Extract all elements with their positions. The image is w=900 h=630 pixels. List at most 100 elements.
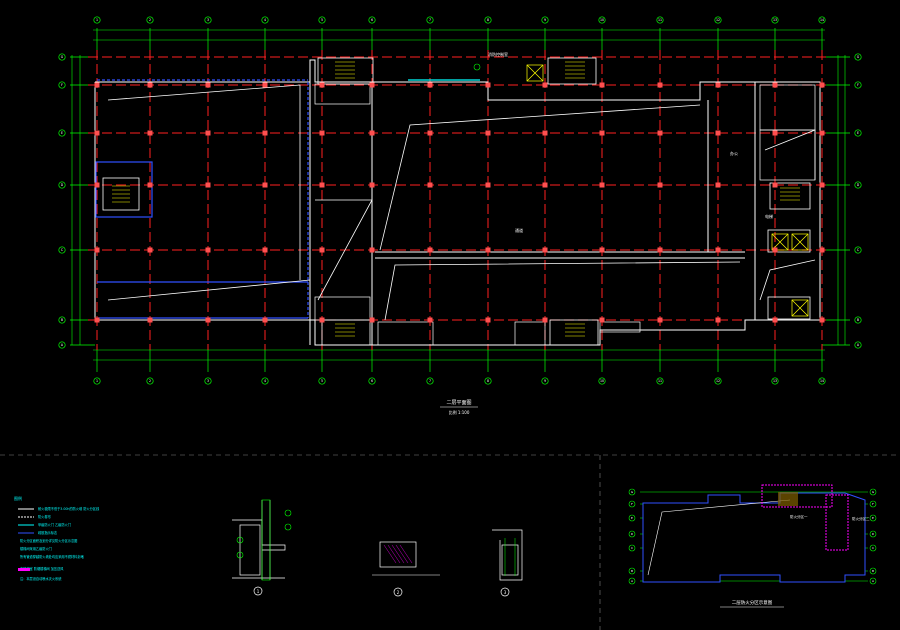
axis-bubble-bottom: 7 <box>426 377 434 385</box>
axis-bubble-bottom: 6 <box>368 377 376 385</box>
small-axis-bubble-right: D <box>869 530 877 538</box>
small-axis-bubble-right: A <box>869 577 877 585</box>
svg-text:10: 10 <box>600 18 604 22</box>
column-mark <box>205 82 211 88</box>
small-axis-bubble-right: G <box>869 488 877 496</box>
column-mark <box>147 182 153 188</box>
column-mark <box>319 82 325 88</box>
horizontal-axis-lines <box>88 56 830 321</box>
svg-text:G: G <box>857 55 860 59</box>
column-mark <box>772 82 778 88</box>
svg-text:A: A <box>857 343 860 347</box>
axis-bubble-top: 8 <box>484 16 492 24</box>
column-mark <box>205 247 211 253</box>
svg-text:B: B <box>631 569 633 573</box>
legend-row: 所有管道穿越防火墙处均应采用不燃材料封堵 <box>20 554 85 559</box>
column-mark <box>262 317 268 323</box>
column-mark <box>319 130 325 136</box>
svg-text:14: 14 <box>820 379 824 383</box>
column-mark <box>485 182 491 188</box>
legend-row: 甲级防火门 乙级防火门 <box>38 522 71 527</box>
svg-text:D: D <box>61 183 64 187</box>
column-mark <box>715 182 721 188</box>
svg-text:G: G <box>631 490 634 494</box>
small-axis-bubble-right: C <box>869 544 877 552</box>
axis-bubble-bottom: 5 <box>318 377 326 385</box>
column-mark <box>542 130 548 136</box>
column-mark <box>819 182 825 188</box>
axis-bubble-right: E <box>854 129 862 137</box>
column-mark <box>262 247 268 253</box>
svg-text:E: E <box>631 516 633 520</box>
svg-text:10: 10 <box>600 379 604 383</box>
axis-bubble-top: 4 <box>261 16 269 24</box>
column-mark <box>369 317 375 323</box>
axis-bubble-top: 6 <box>368 16 376 24</box>
legend-title: 图例 <box>14 495 22 501</box>
svg-text:G: G <box>61 55 64 59</box>
note-upper-center: 消防控制室 <box>488 51 508 57</box>
stair-treads <box>112 61 800 337</box>
detail-3[interactable]: 3 <box>492 529 523 597</box>
detail-2[interactable]: 2 <box>372 541 440 597</box>
column-mark <box>485 247 491 253</box>
column-mark <box>819 317 825 323</box>
column-mark <box>715 247 721 253</box>
axis-bubble-top: 3 <box>204 16 212 24</box>
column-mark <box>94 182 100 188</box>
detail-1[interactable]: 1 <box>232 499 292 596</box>
svg-text:D: D <box>872 532 875 536</box>
sheet-separators <box>0 454 900 630</box>
column-mark <box>319 182 325 188</box>
svg-text:14: 14 <box>820 18 824 22</box>
room-boundary-lines <box>107 84 816 321</box>
legend-row: 耐火极限不低于3.00h的防火墙 防火分区线 <box>38 506 100 511</box>
main-floor-plan[interactable]: 12345678910111213141234567891011121314GF… <box>58 16 862 415</box>
detail-1-label: 1 <box>257 589 260 594</box>
axis-bubble-right: B <box>854 316 862 324</box>
column-mark <box>427 317 433 323</box>
svg-text:8: 8 <box>487 18 489 22</box>
column-mark <box>319 247 325 253</box>
column-mark <box>262 130 268 136</box>
axis-bubble-left: G <box>58 53 66 61</box>
svg-text:2: 2 <box>149 379 151 383</box>
column-mark <box>542 247 548 253</box>
column-mark <box>715 82 721 88</box>
column-mark <box>542 317 548 323</box>
svg-text:1: 1 <box>96 379 98 383</box>
note-right-low: 电梯 <box>765 213 773 219</box>
axis-bubble-bottom: 1 <box>93 377 101 385</box>
svg-text:13: 13 <box>773 379 777 383</box>
column-mark <box>599 247 605 253</box>
svg-text:G: G <box>872 490 875 494</box>
svg-text:B: B <box>872 569 874 573</box>
small-axis-bubble-right: B <box>869 567 877 575</box>
axis-bubble-bottom: 14 <box>818 377 826 385</box>
svg-text:3: 3 <box>207 18 209 22</box>
column-mark <box>599 130 605 136</box>
svg-text:C: C <box>631 546 633 550</box>
column-mark <box>369 182 375 188</box>
column-mark <box>147 82 153 88</box>
svg-text:4: 4 <box>264 379 266 383</box>
svg-text:F: F <box>872 502 874 506</box>
svg-text:5: 5 <box>321 379 323 383</box>
axis-bubble-top: 12 <box>714 16 722 24</box>
column-mark <box>369 82 375 88</box>
axis-bubble-bottom: 9 <box>541 377 549 385</box>
svg-text:1: 1 <box>96 18 98 22</box>
column-mark <box>819 82 825 88</box>
svg-text:E: E <box>857 131 859 135</box>
svg-text:5: 5 <box>321 18 323 22</box>
column-mark <box>485 317 491 323</box>
axis-bubble-bottom: 13 <box>771 377 779 385</box>
column-mark <box>427 182 433 188</box>
svg-text:4: 4 <box>264 18 266 22</box>
column-mark <box>485 82 491 88</box>
